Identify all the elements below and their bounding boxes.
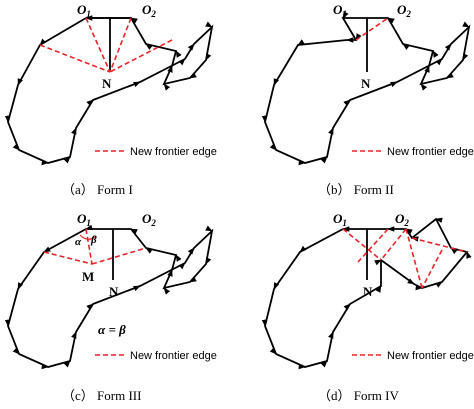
panel-c: O1 O2 α β M N α = β New frontier edge （c…	[4, 211, 217, 403]
point-o2-label: O2	[142, 2, 156, 19]
point-o2-label: O2	[395, 211, 409, 228]
point-n-label: N	[363, 284, 373, 299]
point-n-label: N	[109, 284, 119, 299]
panel-caption: （d） Form IV	[318, 388, 400, 403]
panel-d: O1 O2 N New frontier edge （d） Form IV	[261, 211, 474, 403]
point-n-label: N	[102, 76, 112, 91]
boundary-edges	[4, 224, 214, 370]
legend-label: New frontier edge	[130, 146, 217, 158]
equation: α = β	[98, 322, 126, 337]
panel-caption: （a） Form I	[62, 182, 133, 197]
frontier-edges	[43, 228, 147, 265]
legend-label: New frontier edge	[387, 350, 474, 362]
point-o2-label: O2	[142, 211, 156, 228]
angle-beta-label: β	[90, 234, 97, 246]
legend-label: New frontier edge	[387, 146, 474, 158]
frontier-edges	[355, 17, 389, 41]
panel-caption: （b） Form II	[318, 182, 394, 197]
point-o1-label: O1	[77, 211, 91, 228]
point-m-label: M	[82, 269, 94, 284]
boundary-edges	[261, 11, 471, 166]
frontier-edges	[39, 17, 173, 73]
angle-alpha-label: α	[75, 236, 82, 248]
panel-b: O1 O2 N New frontier edge （b） Form II	[261, 2, 474, 197]
panel-caption: （c） Form III	[62, 388, 141, 403]
point-o1-label: O1	[333, 2, 347, 19]
point-o1-label: O1	[77, 2, 91, 19]
frontier-edges	[342, 228, 468, 289]
point-n-label: N	[361, 76, 371, 91]
point-o1-label: O1	[333, 211, 347, 228]
boundary-edges	[4, 15, 214, 166]
angle-arc	[79, 234, 97, 240]
panel-a: O1 O2 N New frontier edge （a） Form I	[4, 2, 217, 197]
point-o2-label: O2	[397, 2, 411, 19]
legend-label: New frontier edge	[130, 350, 217, 362]
